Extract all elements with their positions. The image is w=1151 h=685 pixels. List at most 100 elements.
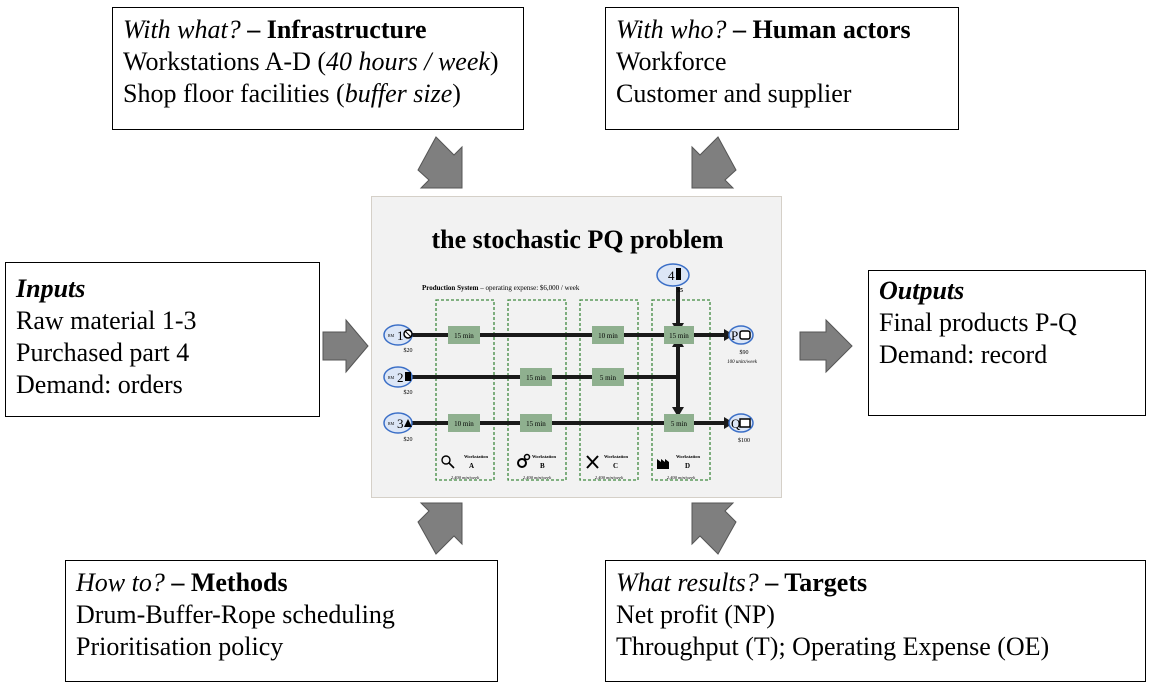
text: A [469, 462, 474, 470]
methods-line-2: Prioritisation policy [76, 632, 284, 661]
outputs-label: Outputs [879, 276, 965, 305]
arrow-methods [417, 502, 463, 555]
dash: – [726, 15, 753, 44]
text: D [685, 462, 690, 470]
op-b3-label: 15 min [526, 420, 546, 428]
op-d3 [664, 414, 694, 432]
targets-line-1: Net profit (NP) [616, 600, 775, 629]
op-d1 [664, 326, 694, 344]
part-4-label: 4 [668, 268, 675, 283]
system-label: Production System [422, 284, 479, 292]
infrastructure-question: With what? [123, 15, 241, 44]
methods-question: How to? [76, 568, 165, 597]
text: Production System – operating expense: $… [422, 284, 580, 292]
op-d3-label: 5 min [671, 420, 688, 428]
op-c1-label: 10 min [598, 332, 618, 340]
op-b2-label: 15 min [526, 374, 546, 382]
dash: – [164, 568, 191, 597]
arrow-inputs [322, 318, 369, 374]
outputs-line-1: Final products P-Q [879, 308, 1077, 337]
text-italic: 40 hours / week [326, 47, 490, 76]
arrow-human-actors [691, 136, 737, 189]
dash: – [758, 568, 785, 597]
op-b2 [520, 368, 552, 386]
human-actors-heading: With who? – Human actors [616, 14, 948, 46]
text: RM [388, 333, 395, 338]
tools-icon [586, 455, 599, 469]
dash: – [240, 15, 267, 44]
op-c2-label: 5 min [600, 374, 617, 382]
raw-material-1-price: $20 [404, 347, 413, 354]
text: B [540, 462, 545, 470]
gears-icon [517, 458, 527, 468]
product-q-icon [739, 418, 751, 428]
text: 2,400 min/week [595, 475, 624, 481]
text: 2,400 min/week [667, 475, 696, 481]
text: Workstations A-D ( [123, 47, 326, 76]
op-a3-label: 10 min [454, 420, 474, 428]
outputs-box: Outputs Final products P-Q Demand: recor… [868, 270, 1146, 416]
arrow-infrastructure [417, 136, 463, 189]
workstation-a-area [435, 299, 495, 481]
text: RM [388, 421, 395, 426]
infrastructure-line-1: Workstations A-D (40 hours / week) [123, 46, 513, 78]
infrastructure-label: Infrastructure [266, 15, 427, 44]
workstation-d-area [651, 299, 711, 481]
text-italic: buffer size [344, 79, 453, 108]
raw-material-3-price: $20 [404, 436, 413, 443]
methods-label: Methods [190, 568, 288, 597]
methods-heading: How to? – Methods [76, 567, 487, 599]
product-p-icon [739, 330, 751, 340]
methods-line-1: Drum-Buffer-Rope scheduling [76, 600, 395, 629]
part-4-price: $5 [677, 287, 683, 294]
op-a1-label: 15 min [454, 332, 474, 340]
raw-material-3-circle [383, 412, 413, 434]
text: Workstation [604, 454, 629, 459]
workstation-b-area [507, 299, 567, 481]
op-c1 [592, 326, 624, 344]
product-p-price: $90 [740, 349, 749, 356]
targets-line-2: Throughput (T); Operating Expense (OE) [616, 632, 1050, 661]
text: 2,400 min/week [451, 475, 480, 481]
infrastructure-line-2: Shop floor facilities (buffer size) [123, 78, 513, 110]
op-a3 [448, 414, 480, 432]
inputs-line-1: Raw material 1-3 [16, 306, 197, 335]
infrastructure-heading: With what? – Infrastructure [123, 14, 513, 46]
raw-material-1-icon [403, 329, 413, 339]
product-q-label: Q [731, 416, 741, 431]
human-question: With who? [616, 15, 727, 44]
raw-material-1-label: 1 [397, 328, 404, 343]
part-4-icon [676, 268, 681, 280]
human-line-2: Customer and supplier [616, 79, 852, 108]
inputs-box: Inputs Raw material 1-3 Purchased part 4… [5, 262, 320, 417]
human-actors-box: With who? – Human actors Workforce Custo… [605, 7, 959, 130]
infrastructure-box: With what? – Infrastructure Workstations… [112, 7, 524, 130]
text: C [613, 462, 618, 470]
product-q-price: $100 [738, 437, 750, 444]
targets-box: What results? – Targets Net profit (NP) … [605, 560, 1146, 682]
inputs-label: Inputs [16, 274, 86, 303]
pq-problem-panel: the stochastic PQ problem Production Sys… [371, 196, 782, 498]
raw-material-2-icon [405, 372, 411, 381]
human-line-1: Workforce [616, 47, 727, 76]
arrowhead-down [672, 407, 684, 417]
op-c2 [592, 368, 624, 386]
raw-material-3-icon [404, 419, 412, 427]
workstation-c-label: Workstation C 2,400 min/week [586, 454, 629, 481]
op-b3 [520, 414, 552, 432]
text: Workstation [464, 454, 489, 459]
text: 2,400 min/week [523, 475, 552, 481]
factory-icon [657, 459, 669, 469]
production-system-diagram: Production System – operating expense: $… [383, 263, 758, 481]
human-label: Human actors [752, 15, 911, 44]
inputs-line-3: Demand: orders [16, 370, 183, 399]
text: Workstation [532, 454, 557, 459]
arrow-outputs [799, 318, 853, 374]
inputs-line-2: Purchased part 4 [16, 338, 190, 367]
pq-problem-title: the stochastic PQ problem [431, 225, 724, 254]
op-d1-label: 15 min [669, 332, 689, 340]
product-p-label: P [731, 328, 738, 343]
targets-question: What results? [616, 568, 759, 597]
system-subtitle: – operating expense: $6,000 / week [478, 284, 579, 292]
